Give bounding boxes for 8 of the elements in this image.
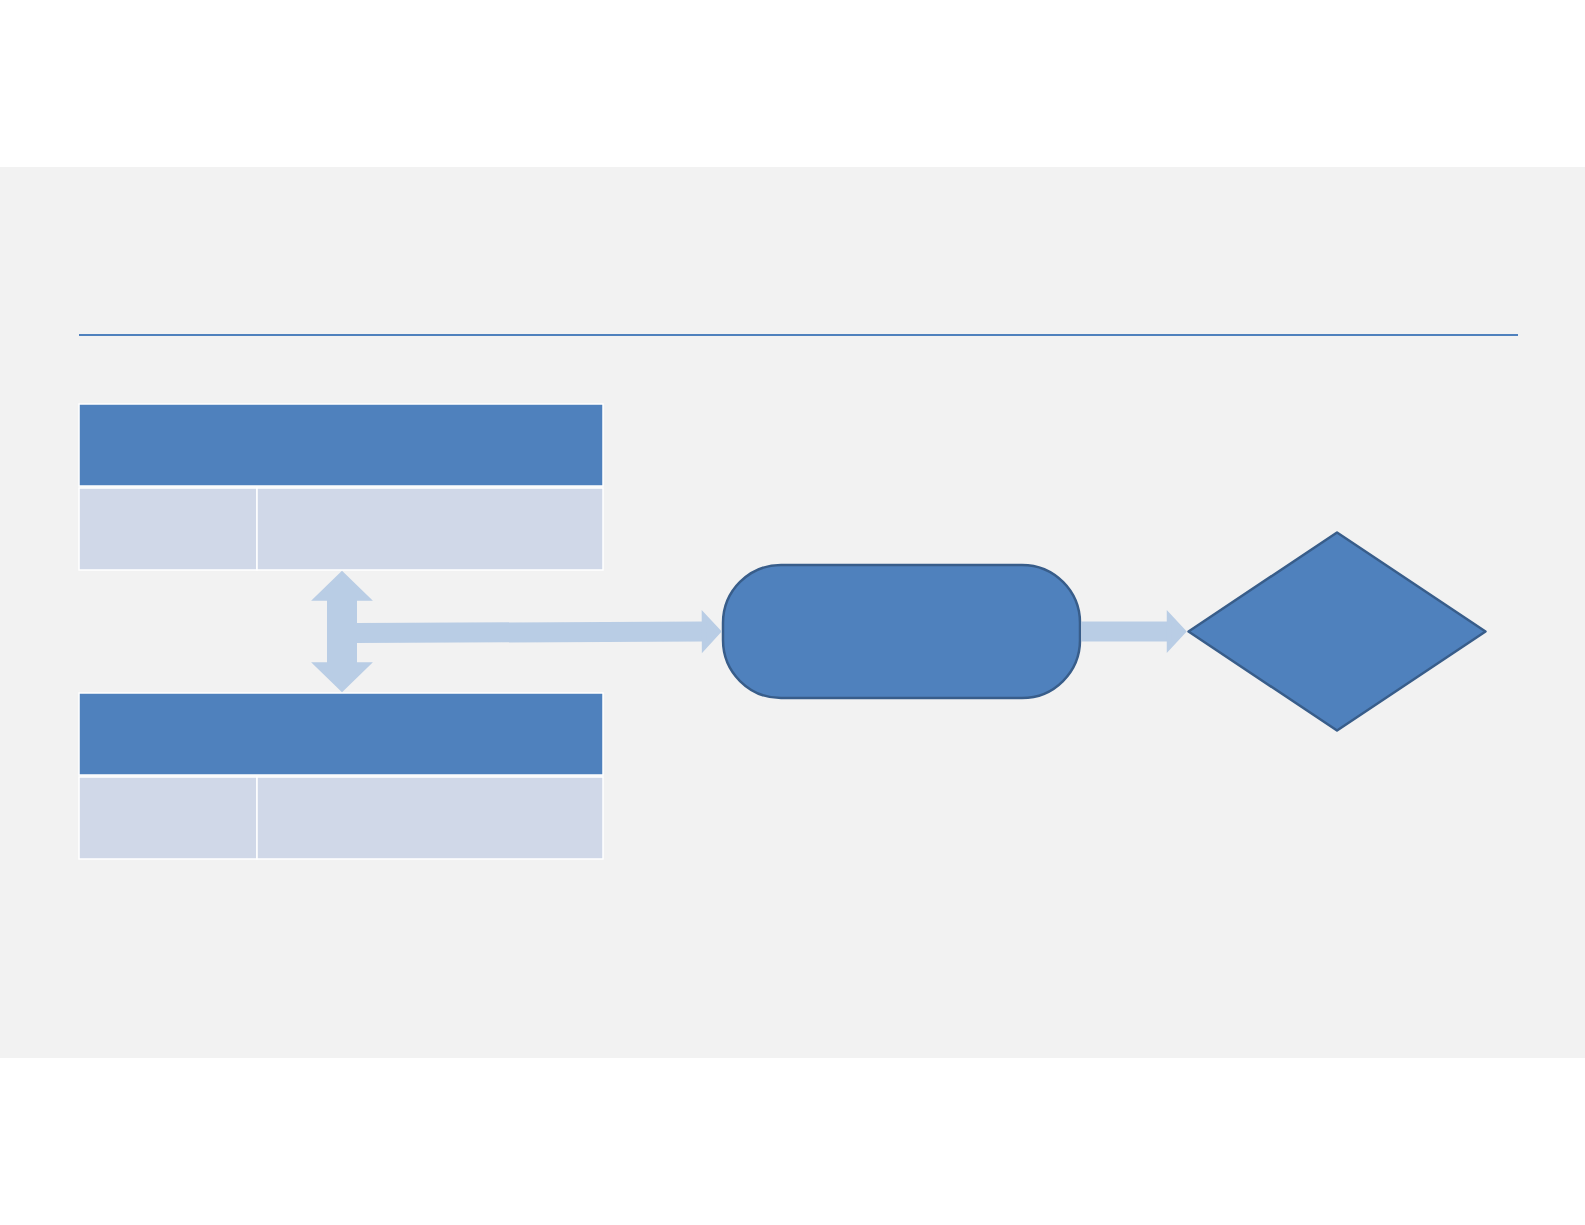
table-cell bbox=[256, 776, 604, 860]
table-cell bbox=[78, 487, 258, 571]
terminal-shape bbox=[721, 563, 1082, 700]
table-header-bar bbox=[78, 692, 604, 776]
decision-diamond bbox=[1187, 531, 1487, 732]
table-cell bbox=[78, 776, 258, 860]
table-header-bar bbox=[78, 403, 604, 487]
table-cell bbox=[256, 487, 604, 571]
